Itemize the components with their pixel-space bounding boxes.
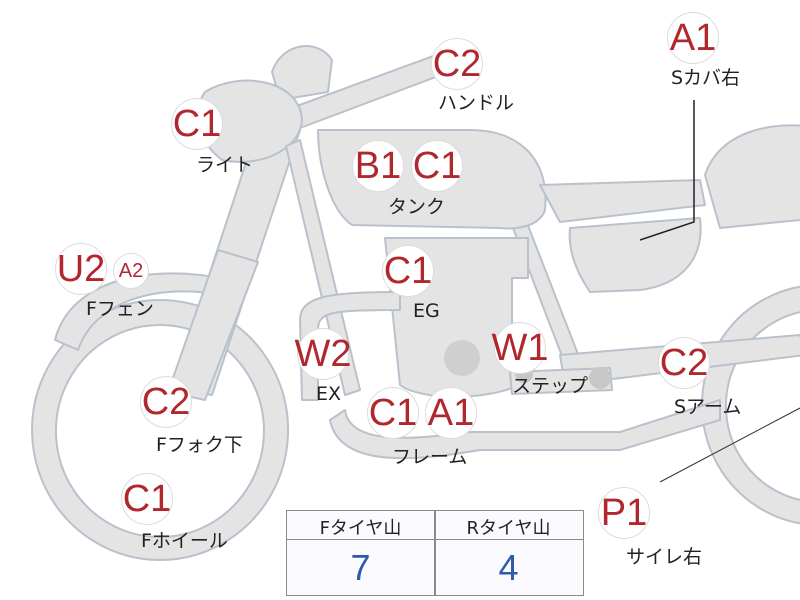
frame-bottom-shape (329, 399, 721, 460)
grade-badge-f-fender-1: U2 (55, 243, 107, 295)
engine-hub-shape (444, 340, 480, 376)
label-handle: ハンドル (438, 92, 515, 114)
front-wheel-shape (31, 299, 289, 561)
grade-badge-frame-1: C1 (367, 387, 419, 439)
front-tread-header: Fタイヤ山 (319, 518, 402, 539)
tire-tread-divider (434, 511, 436, 595)
grade-badge-s-cover-right: A1 (667, 12, 719, 64)
rear-tread-header: Rタイヤ山 (466, 518, 551, 539)
label-f-wheel: Fホイール (141, 530, 228, 552)
label-f-fork-lower: Fフォク下 (156, 434, 243, 456)
label-s-arm: Sアーム (674, 396, 742, 418)
rear-tread-value: 4 (498, 547, 519, 588)
grade-badge-tank-2: C1 (411, 140, 463, 192)
leader-line-side (659, 407, 800, 483)
grade-badge-light: C1 (171, 98, 223, 150)
label-step: ステップ (512, 375, 589, 397)
label-engine: EG (413, 300, 440, 322)
label-f-fender: Fフェン (86, 298, 154, 320)
label-light: ライト (196, 154, 254, 176)
front-tread-value: 7 (350, 547, 371, 588)
label-side-cover-right: サイレ右 (626, 546, 703, 568)
step-peg-shape (589, 367, 611, 389)
step-shape (509, 367, 613, 395)
grade-badge-engine: C1 (382, 245, 434, 297)
grade-badge-f-wheel: C1 (121, 473, 173, 525)
side-cover-shape (568, 217, 702, 293)
label-s-cover-right: Sカバ右 (671, 67, 741, 89)
grade-badge-f-fender-2: A2 (113, 253, 149, 289)
fork-lower-shape (167, 249, 259, 401)
handlebar-top-shape (271, 45, 333, 101)
grade-badge-side-cover-right: P1 (598, 487, 650, 539)
seat-rear-shape (704, 124, 800, 229)
tire-tread-table: Fタイヤ山 Rタイヤ山 7 4 (286, 510, 584, 596)
grade-badge-handle: C2 (431, 38, 483, 90)
label-tank: タンク (388, 196, 446, 218)
exhaust-shape (299, 291, 401, 401)
leader-line-s-cover (639, 100, 695, 241)
grade-badge-f-fork-lower: C2 (140, 376, 192, 428)
grade-badge-frame-2: A1 (425, 387, 477, 439)
grade-badge-step: W1 (492, 322, 549, 374)
label-frame: フレーム (392, 446, 468, 468)
seat-shape (539, 179, 706, 223)
label-exhaust: EX (316, 383, 342, 405)
grade-badge-s-arm: C2 (658, 337, 710, 389)
grade-badge-tank-1: B1 (352, 140, 404, 192)
grade-badge-exhaust: W2 (295, 328, 352, 380)
